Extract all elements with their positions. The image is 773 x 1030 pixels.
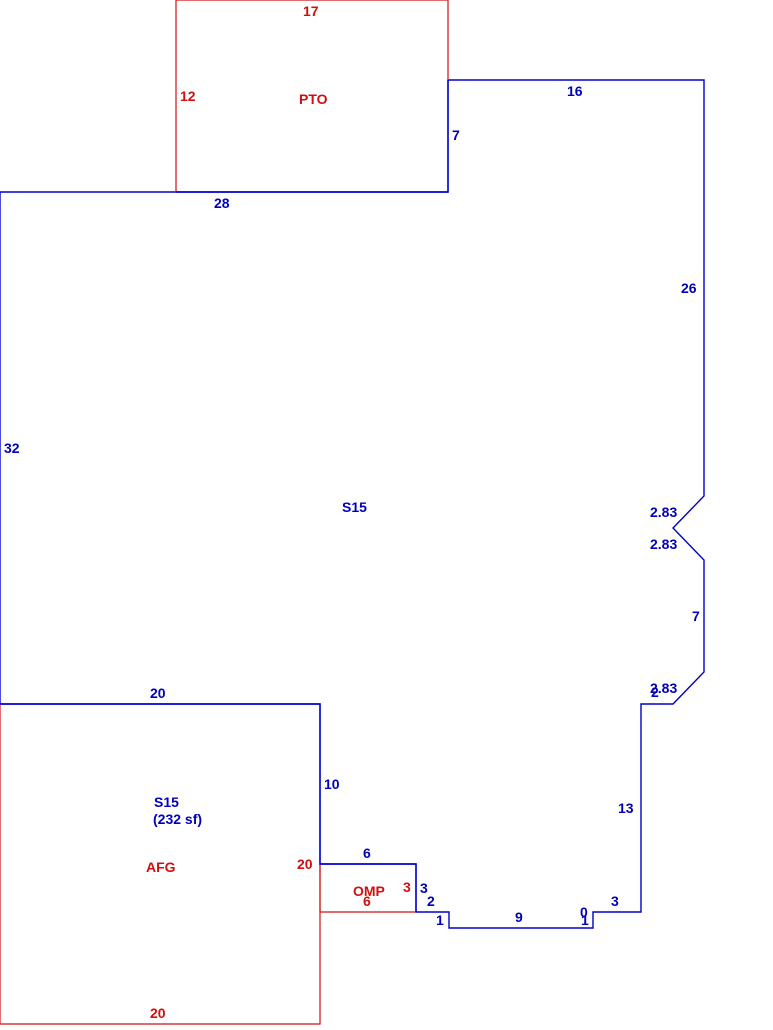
afg-sub-code: S15 xyxy=(154,794,179,810)
dim-small-1a: 1 xyxy=(436,912,444,928)
dim-right-upper: 26 xyxy=(681,280,697,296)
dim-afg-right-10: 10 xyxy=(324,776,340,792)
dim-left-wall: 32 xyxy=(4,440,20,456)
dim-bay-b: 2.83 xyxy=(650,536,677,552)
dim-pto-bottom: 28 xyxy=(214,195,230,211)
dim-right-mid: 7 xyxy=(692,608,700,624)
dim-small-0: 0 xyxy=(580,904,588,920)
afg-area-code: AFG xyxy=(146,859,176,875)
dim-right-lower: 13 xyxy=(618,800,634,816)
dim-top-step: 16 xyxy=(567,83,583,99)
dim-small-1b: 1 xyxy=(581,912,589,928)
dim-omp-top: 6 xyxy=(363,845,371,861)
dim-omp-3-blue: 3 xyxy=(420,880,428,896)
dim-afg-top: 20 xyxy=(150,685,166,701)
omp-right-dim: 3 xyxy=(403,879,411,895)
afg-right-dim: 20 xyxy=(297,856,313,872)
omp-outline xyxy=(319,864,416,913)
afg-sub-area: (232 sf) xyxy=(153,811,202,827)
dim-step-2: 2 xyxy=(427,893,435,909)
dim-bay-c: 2.83 xyxy=(650,680,677,696)
dim-bay-a: 2.83 xyxy=(650,504,677,520)
main-area-code: S15 xyxy=(342,499,367,515)
dim-step-3: 3 xyxy=(611,893,619,909)
pto-left-dim: 12 xyxy=(180,88,196,104)
dim-notch-2: 2 xyxy=(651,684,659,700)
dim-pto-right: 7 xyxy=(452,127,460,143)
afg-outline xyxy=(0,704,321,1025)
dim-bottom-9: 9 xyxy=(515,909,523,925)
pto-top-dim: 17 xyxy=(303,3,319,19)
pto-area-code: PTO xyxy=(299,91,328,107)
pto-outline xyxy=(175,0,449,192)
omp-area-code: OMP xyxy=(353,883,385,899)
omp-bottom-dim: 6 xyxy=(363,893,371,909)
afg-bottom-dim: 20 xyxy=(150,1005,166,1021)
